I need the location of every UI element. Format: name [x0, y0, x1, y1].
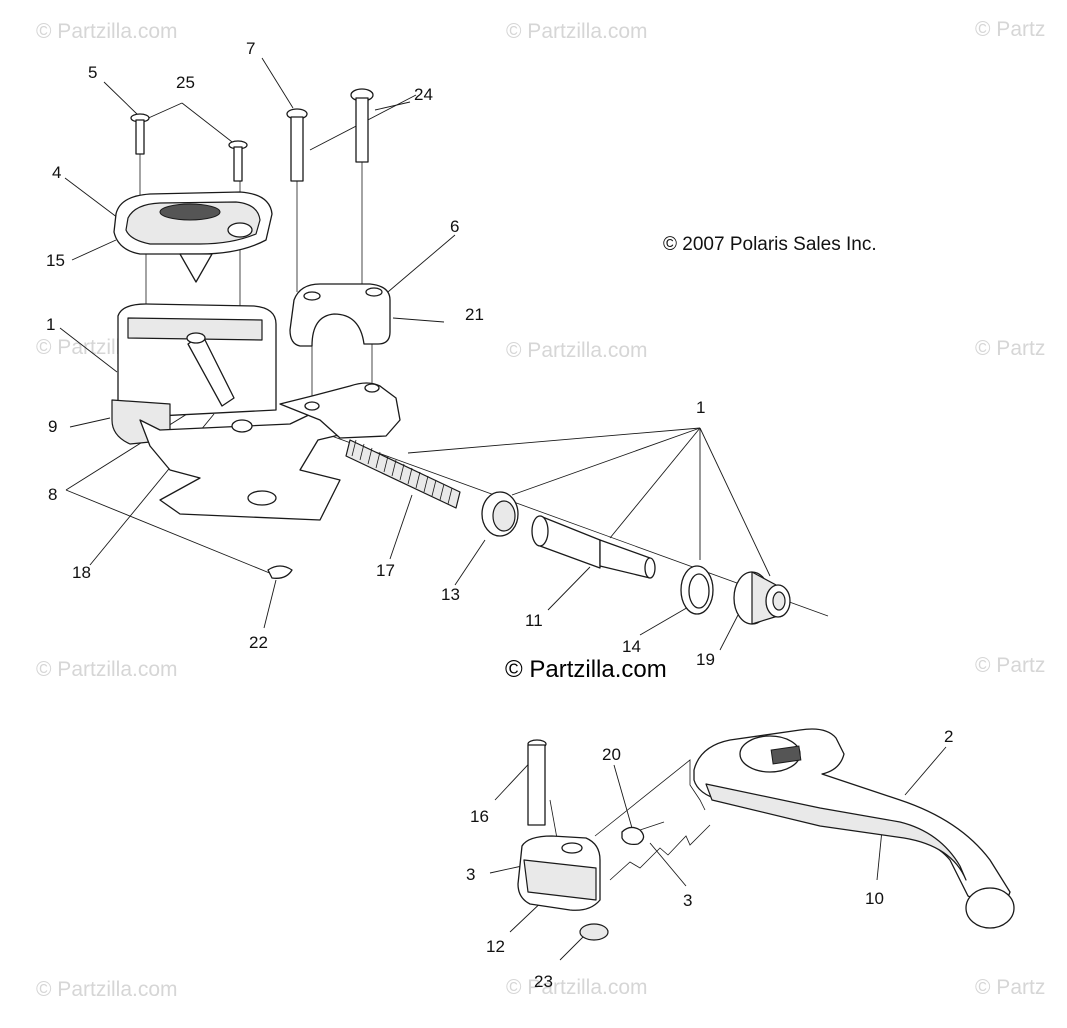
part-washer-14	[680, 565, 714, 615]
watermark: © Partzilla.com	[36, 658, 178, 681]
watermark: © Partzilla.com	[36, 20, 178, 43]
part-screw-5	[130, 113, 150, 155]
part-pin-16	[527, 739, 547, 826]
watermark: © Partzilla.com	[506, 339, 648, 362]
callout-13: 13	[441, 585, 460, 604]
callout-23: 23	[534, 972, 553, 991]
watermark: © Partzilla.com	[36, 978, 178, 1001]
watermark: © Partz	[975, 976, 1045, 999]
callout-3-spring: 3	[683, 891, 692, 910]
part-master-cylinder-body-1	[111, 303, 401, 521]
callout-3-block: 3	[466, 865, 475, 884]
part-pin-8	[186, 332, 235, 407]
callout-12: 12	[486, 937, 505, 956]
callout-22: 22	[249, 633, 268, 652]
part-screw-25	[228, 140, 248, 182]
callout-4: 4	[52, 163, 61, 182]
callout-17: 17	[376, 561, 395, 580]
part-clip-22	[267, 565, 293, 579]
callout-labels: 5 25 7 24 4 15 6 21 1 9 8 18 22 17 13 11…	[46, 39, 953, 991]
callout-19: 19	[696, 650, 715, 669]
center-watermark: © Partzilla.com	[505, 656, 667, 683]
callout-21: 21	[465, 305, 484, 324]
part-spring-20	[621, 821, 665, 846]
watermark: © Partz	[975, 18, 1045, 41]
callout-2: 2	[944, 727, 953, 746]
callout-15: 15	[46, 251, 65, 270]
callout-5: 5	[88, 63, 97, 82]
callout-1-body: 1	[46, 315, 55, 334]
callout-20: 20	[602, 745, 621, 764]
callout-6: 6	[450, 217, 459, 236]
copyright-notice: © 2007 Polaris Sales Inc.	[663, 234, 877, 255]
part-screw-24	[350, 88, 374, 163]
callout-9: 9	[48, 417, 57, 436]
part-lever-2	[693, 728, 1015, 929]
watermark: © Partzilla.com	[506, 20, 648, 43]
part-boot-19	[733, 571, 791, 625]
part-reservoir-cap-4	[113, 191, 273, 283]
part-screw-7	[286, 108, 308, 182]
callout-18: 18	[72, 563, 91, 582]
watermark: © Partzilla.com	[506, 976, 648, 999]
watermark: © Partz	[975, 654, 1045, 677]
part-piston-11	[531, 515, 656, 579]
callout-24: 24	[414, 85, 433, 104]
callout-25: 25	[176, 73, 195, 92]
part-clamp-6	[289, 283, 391, 347]
callout-10: 10	[865, 889, 884, 908]
callout-1-kit: 1	[696, 398, 705, 417]
part-pivot-block-3	[517, 835, 601, 911]
part-washer-23	[579, 923, 609, 941]
callout-16: 16	[470, 807, 489, 826]
watermark: © Partz	[975, 337, 1045, 360]
part-seal-13	[481, 491, 519, 537]
callout-14: 14	[622, 637, 641, 656]
callout-7: 7	[246, 39, 255, 58]
callout-11: 11	[525, 611, 543, 630]
callout-8: 8	[48, 485, 57, 504]
watermark-layer: © Partzilla.com © Partzilla.com © Partz …	[36, 18, 1045, 1001]
part-spring-17	[345, 439, 461, 509]
